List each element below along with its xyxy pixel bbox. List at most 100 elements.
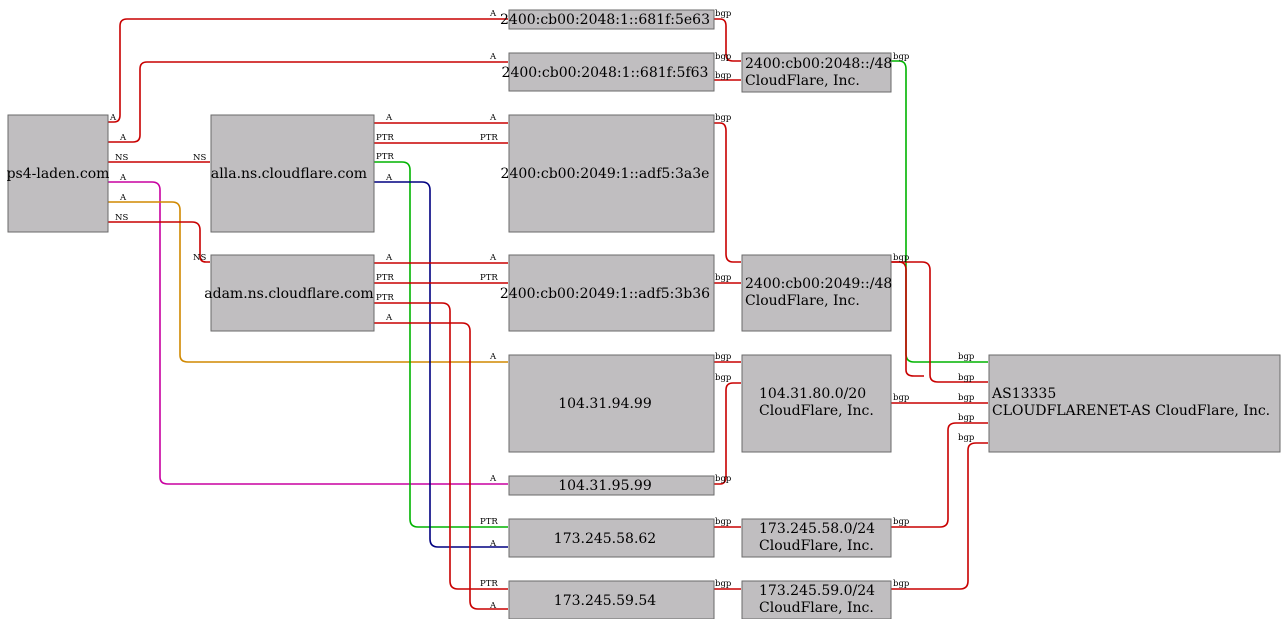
label-alla-3a3e-ptr-dst: PTR [480, 133, 498, 143]
edge-ps4-to-adam [108, 221, 210, 263]
label-net2048-bgp-in-a: bgp [715, 52, 732, 62]
edge-alla-to-58-62-ptr [374, 161, 508, 528]
svg-text:173.245.59.0/24: 173.245.59.0/24 [759, 583, 875, 599]
label-net2048-bgp-out: bgp [893, 52, 910, 62]
label-5862-ptr-dst: PTR [480, 517, 498, 527]
label-alla-3a3e-a-src: A [385, 113, 393, 123]
label-alla-3a3e-ptr-src: PTR [376, 133, 394, 143]
edge-net2048-to-asn [891, 60, 988, 363]
node-ip6-681f-5e63: 2400:cb00:2048:1::681f:5e63 [500, 9, 715, 30]
label-asn-bgp-3: bgp [958, 393, 975, 403]
svg-text:CLOUDFLARENET-AS CloudFlare, I: CLOUDFLARENET-AS CloudFlare, Inc. [992, 403, 1270, 419]
edge-adam-to-59-54-ptr [374, 302, 508, 590]
label-alla-5862-a-src: A [385, 173, 393, 183]
label-94-bgp: bgp [715, 352, 732, 362]
svg-text:2400:cb00:2048::/48: 2400:cb00:2048::/48 [745, 56, 892, 72]
edge-95-to-net104 [714, 382, 741, 485]
label-asn-bgp-2: bgp [958, 373, 975, 383]
label-alla-5862-ptr-src: PTR [376, 152, 394, 162]
edge-3a3e-to-net2049 [714, 122, 741, 263]
svg-text:104.31.94.99: 104.31.94.99 [558, 396, 652, 412]
svg-text:CloudFlare, Inc.: CloudFlare, Inc. [759, 538, 874, 554]
svg-text:2400:cb00:2049:1::adf5:3b36: 2400:cb00:2049:1::adf5:3b36 [500, 286, 710, 302]
svg-text:2400:cb00:2048:1::681f:5f63: 2400:cb00:2048:1::681f:5f63 [502, 65, 709, 81]
label-ps4-95-src: A [119, 173, 127, 183]
node-net-2400-cb00-2049: 2400:cb00:2049::/48 CloudFlare, Inc. [741, 254, 892, 332]
svg-text:ps4-laden.com: ps4-laden.com [7, 166, 110, 182]
node-net-2400-cb00-2048: 2400:cb00:2048::/48 CloudFlare, Inc. [741, 52, 892, 93]
svg-text:alla.ns.cloudflare.com: alla.ns.cloudflare.com [211, 166, 367, 182]
svg-text:AS13335: AS13335 [991, 386, 1056, 402]
node-as13335: AS13335 CLOUDFLARENET-AS CloudFlare, Inc… [988, 354, 1281, 453]
svg-text:CloudFlare, Inc.: CloudFlare, Inc. [745, 73, 860, 89]
label-adam-3b36-ptr-src: PTR [376, 273, 394, 283]
node-ip6-adf5-3a3e: 2400:cb00:2049:1::adf5:3a3e [501, 114, 715, 233]
edge-alla-to-58-62-a [374, 181, 508, 548]
label-net104-bgp-out: bgp [893, 393, 910, 403]
node-ip6-adf5-3b36: 2400:cb00:2049:1::adf5:3b36 [500, 254, 715, 332]
node-ps4-laden: ps4-laden.com [7, 114, 110, 233]
label-3a3e-bgp: bgp [715, 113, 732, 123]
node-net-104-31-80-0: 104.31.80.0/20 CloudFlare, Inc. [741, 354, 892, 453]
node-net-173-245-59-0: 173.245.59.0/24 CloudFlare, Inc. [741, 580, 892, 619]
label-adam-5954-ptr-src: PTR [376, 293, 394, 303]
svg-text:2400:cb00:2049::/48: 2400:cb00:2049::/48 [745, 276, 892, 292]
label-94-a-dst: A [489, 352, 497, 362]
label-net59-bgp-out: bgp [893, 579, 910, 589]
node-ip-104-31-95-99: 104.31.95.99 [508, 475, 715, 496]
label-asn-bgp-5: bgp [958, 433, 975, 443]
node-net-173-245-58-0: 173.245.58.0/24 CloudFlare, Inc. [741, 518, 892, 558]
edge-net2049-to-asn-b [891, 261, 988, 383]
label-adam-5954-a-src: A [385, 313, 393, 323]
label-5954-ptr-dst: PTR [480, 579, 498, 589]
edge-ps4-to-104-95 [108, 181, 508, 485]
label-ps4-alla-dst: NS [193, 153, 206, 163]
edge-net59-to-asn [891, 442, 988, 590]
svg-text:adam.ns.cloudflare.com: adam.ns.cloudflare.com [204, 286, 373, 302]
label-net2049-bgp-in: bgp [715, 273, 732, 283]
label-ps4-alla-src: NS [115, 153, 128, 163]
label-5862-a-dst: A [489, 539, 497, 549]
label-net104-bgp-in: bgp [715, 373, 732, 383]
label-net2049-bgp-out: bgp [893, 253, 910, 263]
node-ip-104-31-94-99: 104.31.94.99 [508, 354, 715, 453]
node-ip6-681f-5f63: 2400:cb00:2048:1::681f:5f63 [502, 52, 715, 92]
svg-text:CloudFlare, Inc.: CloudFlare, Inc. [745, 293, 860, 309]
label-adam-3b36-a-dst: A [489, 253, 497, 263]
svg-text:173.245.58.62: 173.245.58.62 [554, 531, 656, 547]
svg-text:2400:cb00:2049:1::adf5:3a3e: 2400:cb00:2049:1::adf5:3a3e [501, 166, 710, 182]
label-5862-bgp: bgp [715, 517, 732, 527]
svg-text:2400:cb00:2048:1::681f:5e63: 2400:cb00:2048:1::681f:5e63 [500, 12, 710, 28]
label-asn-bgp-1: bgp [958, 352, 975, 362]
label-95-a-dst: A [489, 474, 497, 484]
label-5954-a-dst: A [489, 601, 497, 611]
edge-5e63-to-net2048 [714, 18, 741, 62]
svg-text:173.245.59.54: 173.245.59.54 [554, 593, 657, 609]
node-adam-ns: adam.ns.cloudflare.com [204, 254, 375, 332]
node-ip-173-245-58-62: 173.245.58.62 [508, 518, 715, 558]
node-ip-173-245-59-54: 173.245.59.54 [508, 580, 715, 619]
node-alla-ns: alla.ns.cloudflare.com [210, 114, 375, 233]
svg-text:104.31.95.99: 104.31.95.99 [558, 478, 652, 494]
edge-adam-to-59-54-a [374, 322, 508, 610]
label-ps4-5e63-dst: A [489, 9, 497, 19]
label-ps4-5f63-dst: A [489, 52, 497, 62]
label-5954-bgp: bgp [715, 579, 732, 589]
svg-text:104.31.80.0/20: 104.31.80.0/20 [759, 386, 866, 402]
svg-text:CloudFlare, Inc.: CloudFlare, Inc. [759, 600, 874, 616]
label-ps4-adam-src: NS [115, 213, 128, 223]
label-asn-bgp-4: bgp [958, 413, 975, 423]
label-alla-3a3e-a-dst: A [489, 113, 497, 123]
label-95-bgp: bgp [715, 474, 732, 484]
label-adam-3b36-a-src: A [385, 253, 393, 263]
label-ps4-adam-dst: NS [193, 253, 206, 263]
edge-ps4-to-104-94 [108, 201, 508, 363]
label-net2048-bgp-in-b: bgp [715, 71, 732, 81]
label-ps4-5e63-src: A [109, 113, 117, 123]
edge-ps4-to-5f63 [108, 61, 508, 143]
label-ps4-94-src: A [119, 193, 127, 203]
label-net58-bgp-out: bgp [893, 517, 910, 527]
edge-ps4-to-5e63 [108, 18, 508, 123]
svg-text:173.245.58.0/24: 173.245.58.0/24 [759, 521, 875, 537]
